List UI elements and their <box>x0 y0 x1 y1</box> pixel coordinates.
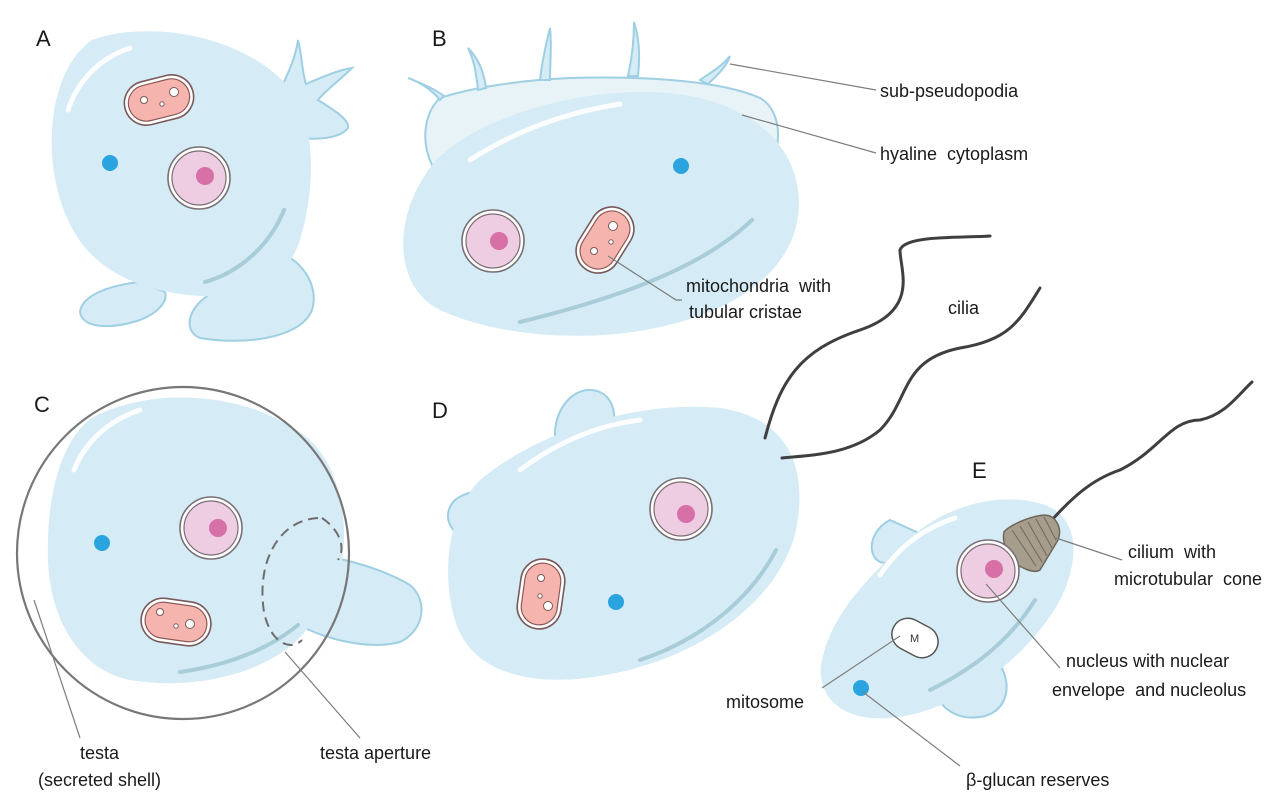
shade-e <box>928 598 1037 692</box>
label-nucleus-line1: nucleus with nuclear <box>1066 651 1229 671</box>
label-testa-line1: testa <box>80 743 120 763</box>
leader-lines <box>33 63 1123 767</box>
leader-mitochondria <box>607 255 682 301</box>
pseudopod-e-bottom <box>933 666 1008 719</box>
shade-a <box>203 208 286 284</box>
nucleus-c <box>179 496 243 560</box>
label-cilia: cilia <box>948 298 980 318</box>
panel-c <box>15 385 423 721</box>
cell-body-d <box>448 406 800 680</box>
nucleus-a <box>167 146 231 210</box>
shade-d <box>638 548 778 662</box>
glucan-d <box>608 594 624 610</box>
pseudopod-a-bottom-left <box>78 280 167 328</box>
glucan-a <box>102 155 118 171</box>
label-testa-aperture: testa aperture <box>320 743 431 763</box>
highlight-a <box>65 45 133 113</box>
nucleus-e <box>956 539 1020 603</box>
label-nucleus-line2: envelope and nucleolus <box>1052 680 1246 700</box>
panel-letter-b: B <box>432 26 447 51</box>
microtubular-cone <box>1002 514 1061 572</box>
panel-letter-d: D <box>432 398 448 423</box>
leader-glucan <box>862 691 961 767</box>
mitochondrion-d <box>516 558 566 630</box>
label-glucan: β-glucan reserves <box>966 770 1109 790</box>
label-mitosome: mitosome <box>726 692 804 712</box>
cilium-e <box>1048 380 1254 524</box>
leader-cilium-cone <box>1055 537 1123 561</box>
label-mitochondria-line1: mitochondria with <box>686 276 831 296</box>
highlight-d <box>517 417 643 473</box>
leader-testa-aperture <box>284 651 361 739</box>
panel-letter-c: C <box>34 392 50 417</box>
nucleus-d <box>649 477 713 541</box>
panel-b <box>403 21 799 336</box>
leader-testa <box>33 599 81 739</box>
testa-aperture-outline <box>261 517 343 646</box>
glucan-c <box>94 535 110 551</box>
shade-c <box>178 623 300 674</box>
panel-letter-e: E <box>972 458 987 483</box>
highlight-e <box>877 515 958 578</box>
glucan-b <box>673 158 689 174</box>
panel-letter-a: A <box>36 26 51 51</box>
glucan-e <box>853 680 869 696</box>
mitosome: M <box>891 617 939 659</box>
label-sub-pseudopodia: sub-pseudopodia <box>880 81 1019 101</box>
leader-sub-pseudopodia <box>729 63 877 91</box>
label-testa-line2: (secreted shell) <box>38 770 161 790</box>
cilium-d-2 <box>780 286 1042 460</box>
cilium-d-1 <box>763 234 992 440</box>
panel-e: M <box>820 380 1254 719</box>
mitochondrion-b <box>575 206 635 274</box>
panel-d <box>446 234 1042 680</box>
panel-a <box>51 31 355 342</box>
sub-pseudopodia-spikes <box>407 21 731 102</box>
highlight-c <box>71 407 143 473</box>
pseudopod-a-bottom-right <box>188 248 315 342</box>
mitochondrion-c <box>140 597 212 647</box>
testa-shell <box>15 385 351 721</box>
label-mitochondria-line2: tubular cristae <box>689 302 802 322</box>
mitochondrion-a <box>123 74 195 126</box>
label-cilium-line2: microtubular cone <box>1114 569 1262 589</box>
leader-nucleus <box>985 583 1061 669</box>
leader-hyaline-cytoplasm <box>741 114 877 154</box>
leader-mitosome <box>821 635 901 689</box>
label-hyaline-cytoplasm: hyaline cytoplasm <box>880 144 1028 164</box>
label-cilium-line1: cilium with <box>1128 542 1216 562</box>
nucleus-b <box>461 209 525 273</box>
highlight-b <box>467 101 623 163</box>
shade-b <box>518 218 754 324</box>
mitosome-mark: M <box>910 633 919 645</box>
